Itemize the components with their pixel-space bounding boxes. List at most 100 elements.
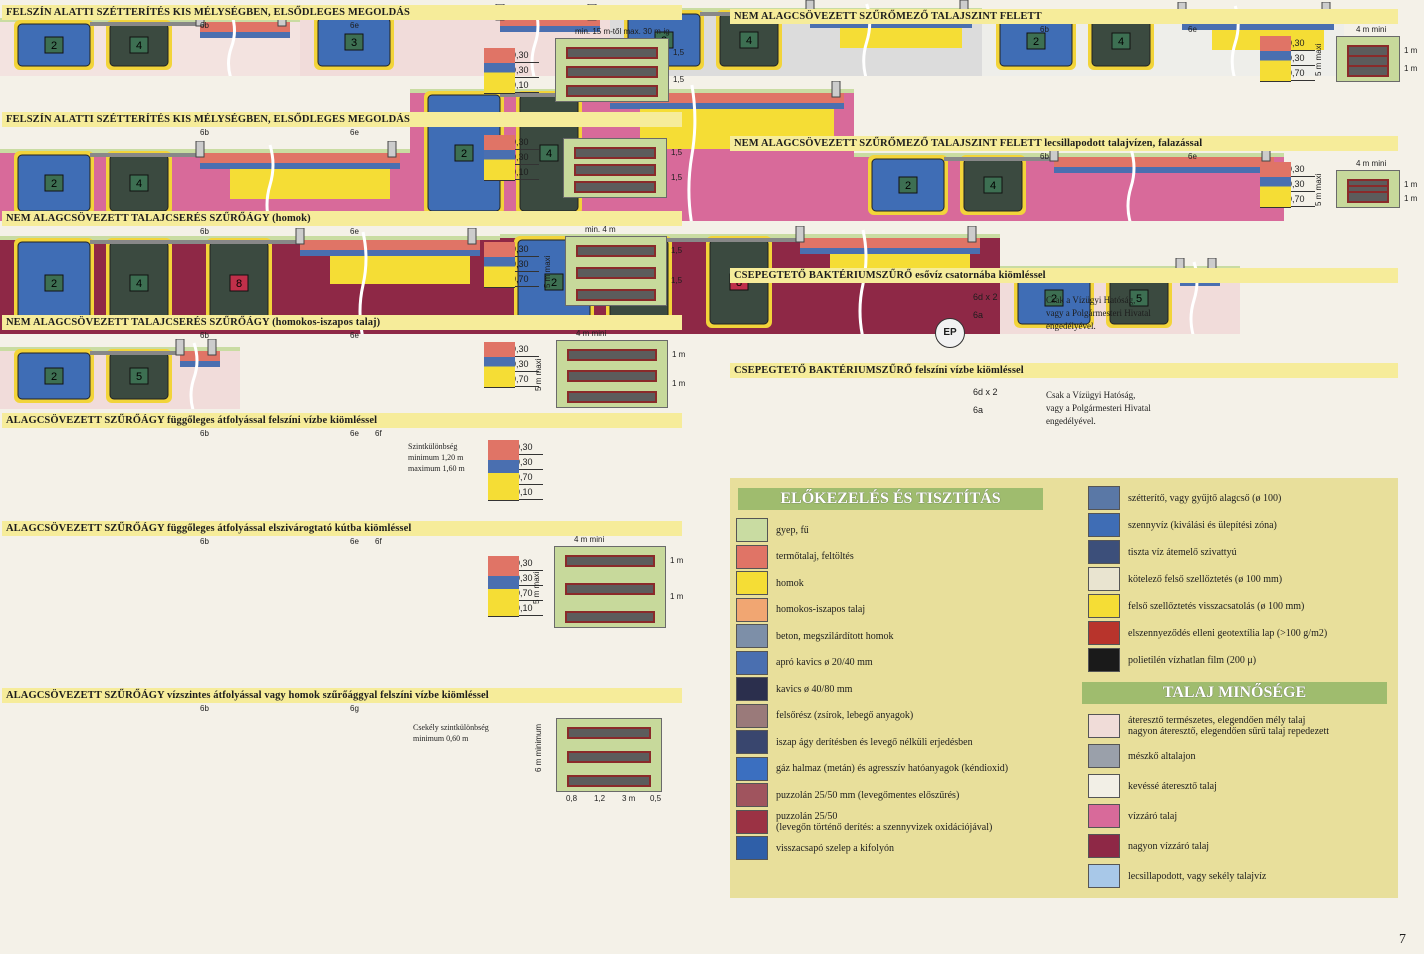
depth-value: 0,30 [508, 357, 539, 372]
tank-number-box [129, 274, 149, 292]
plan-view [1336, 170, 1400, 208]
plan-bottom-label: 0,8 [566, 794, 578, 803]
distribution-pipe [567, 370, 657, 382]
legend-item: tiszta víz átemelő szivattyú [1088, 540, 1388, 564]
legend-swatch [736, 624, 768, 648]
legend-swatch [1088, 864, 1120, 888]
plan-side-label: 1 m [670, 592, 684, 601]
gravel-layer [800, 248, 980, 254]
legend-label: felső szellőztetés visszacsatolás (ø 100… [1128, 601, 1304, 612]
legend-label-line: felső szellőztetés visszacsatolás (ø 100… [1128, 600, 1305, 612]
legend-item: szétterítő, vagy gyűjtő alagcső (ø 100) [1088, 486, 1388, 510]
gravel-layer [180, 361, 220, 367]
distribution-pipe [567, 727, 651, 739]
depth-swatch [484, 135, 515, 181]
plan-side-label: 1,5 [671, 246, 683, 255]
connecting-pipe [90, 240, 300, 244]
legend-item: puzzolán 25/50(levegőn történő derítés: … [736, 809, 1036, 834]
component-code: 6d x 2 [973, 387, 998, 397]
legend-item: iszap ágy derítésben és levegő nélküli e… [736, 730, 1036, 754]
plan-length-label: 5 m maxi [534, 358, 543, 391]
vent-label: 6b [200, 331, 209, 340]
grass-layer [854, 153, 1284, 157]
plan-length-label: 5 m maxi [543, 255, 552, 288]
tank-number: 4 [136, 40, 142, 52]
vent-label: 6b [200, 21, 209, 30]
vent-post-6b [795, 225, 805, 243]
legend-swatch [736, 836, 768, 860]
tank-number-box [129, 174, 149, 192]
gravel-layer [1054, 167, 1274, 173]
plan-width-label: min. 15 m-től max. 30 m-ig [575, 27, 670, 36]
topsoil-fill [500, 16, 600, 26]
tank-number: 4 [136, 178, 142, 190]
legend-label: elszennyeződés elleni geotextília lap (>… [1128, 628, 1327, 639]
distribution-pipe [574, 164, 656, 176]
plan-side-label: 1,5 [673, 48, 685, 57]
legend-swatch [736, 597, 768, 622]
distribution-pipe [567, 775, 651, 787]
connecting-pipe [944, 157, 1054, 161]
legend-label: tiszta víz átemelő szivattyú [1128, 547, 1237, 558]
sand-layer [230, 169, 390, 199]
depth-swatch [484, 48, 515, 94]
topsoil-fill [800, 238, 980, 248]
tank-number: 3 [351, 37, 357, 49]
depth-value: 0,30 [508, 257, 539, 272]
legend-label-line: puzzolán 25/50 [776, 810, 838, 822]
legend-label: szétterítő, vagy gyűjtő alagcső (ø 100) [1128, 493, 1281, 504]
distribution-pipe [566, 66, 658, 78]
legend-swatch [1088, 834, 1120, 858]
legend-label-line: elszennyeződés elleni geotextília lap (>… [1128, 627, 1328, 639]
vent-label: 6e [350, 21, 359, 30]
depth-value: 0,30 [1284, 177, 1315, 192]
note-line: engedélyével. [1046, 416, 1096, 426]
legend-item: puzzolán 25/50 mm (levegőmentes előszűré… [736, 783, 1036, 807]
break-mark [227, 13, 236, 81]
legend-label: vízzáró talaj [1128, 811, 1177, 822]
vent-label: 6e [1188, 25, 1197, 34]
legend-label: puzzolán 25/50(levegőn történő derítés: … [776, 811, 992, 833]
legend-item: felsőrész (zsírok, lebegő anyagok) [736, 703, 1036, 728]
section-title: ALAGCSÖVEZETT SZŰRŐÁGY függőleges átfoly… [2, 413, 682, 428]
tank-number-box [898, 176, 918, 194]
note-line: Csak a Vízügyi Hatóság, [1046, 295, 1136, 305]
plan-bottom-label: 0,5 [650, 794, 662, 803]
legend-label-line: iszap ágy derítésben és levegő nélküli e… [776, 736, 973, 748]
legend-swatch [736, 650, 768, 675]
depth-value: 0,70 [512, 586, 543, 601]
vent-label: 6e [350, 429, 359, 438]
tank-number: 4 [136, 278, 142, 290]
legend-label-line: puzzolán 25/50 mm (levegőmentes előszűré… [776, 789, 960, 801]
authority-note: Csak a Vízügyi Hatóság,vagy a Polgármest… [1046, 294, 1196, 333]
legend-swatch [1088, 774, 1120, 798]
left-column: FELSZÍN ALATTI SZÉTTERÍTÉS KIS MÉLYSÉGBE… [0, 0, 1424, 803]
legend-item: gyep, fű [736, 518, 1036, 542]
plan-view [556, 718, 662, 792]
legend-title-treatment: ELŐKEZELÉS ÉS TISZTÍTÁS [738, 488, 1043, 510]
vent-post-6b [195, 140, 205, 158]
tank-number-box [1129, 289, 1149, 307]
gravel-layer [200, 163, 400, 169]
vent-label: 6f [375, 537, 382, 546]
tank-number: 8 [736, 277, 742, 289]
plan-width-label: 4 m mini [1356, 159, 1387, 168]
depth-value: 0,30 [508, 150, 539, 165]
legend-swatch [1088, 594, 1120, 618]
vent-post-6e [207, 338, 217, 356]
depth-value: 0,30 [508, 242, 539, 257]
plan-length-label: 5 m maxi [1314, 43, 1323, 76]
depth-value: 0,30 [512, 440, 543, 455]
legend-panel: ELŐKEZELÉS ÉS TISZTÍTÁS TALAJ MINŐSÉGE g… [730, 478, 1398, 898]
depth-value: 0,70 [1284, 66, 1315, 81]
legend-item: áteresztő természetes, elegendően mély t… [1088, 714, 1388, 738]
tank-number-box [983, 176, 1003, 194]
tank-number: 2 [51, 40, 57, 52]
